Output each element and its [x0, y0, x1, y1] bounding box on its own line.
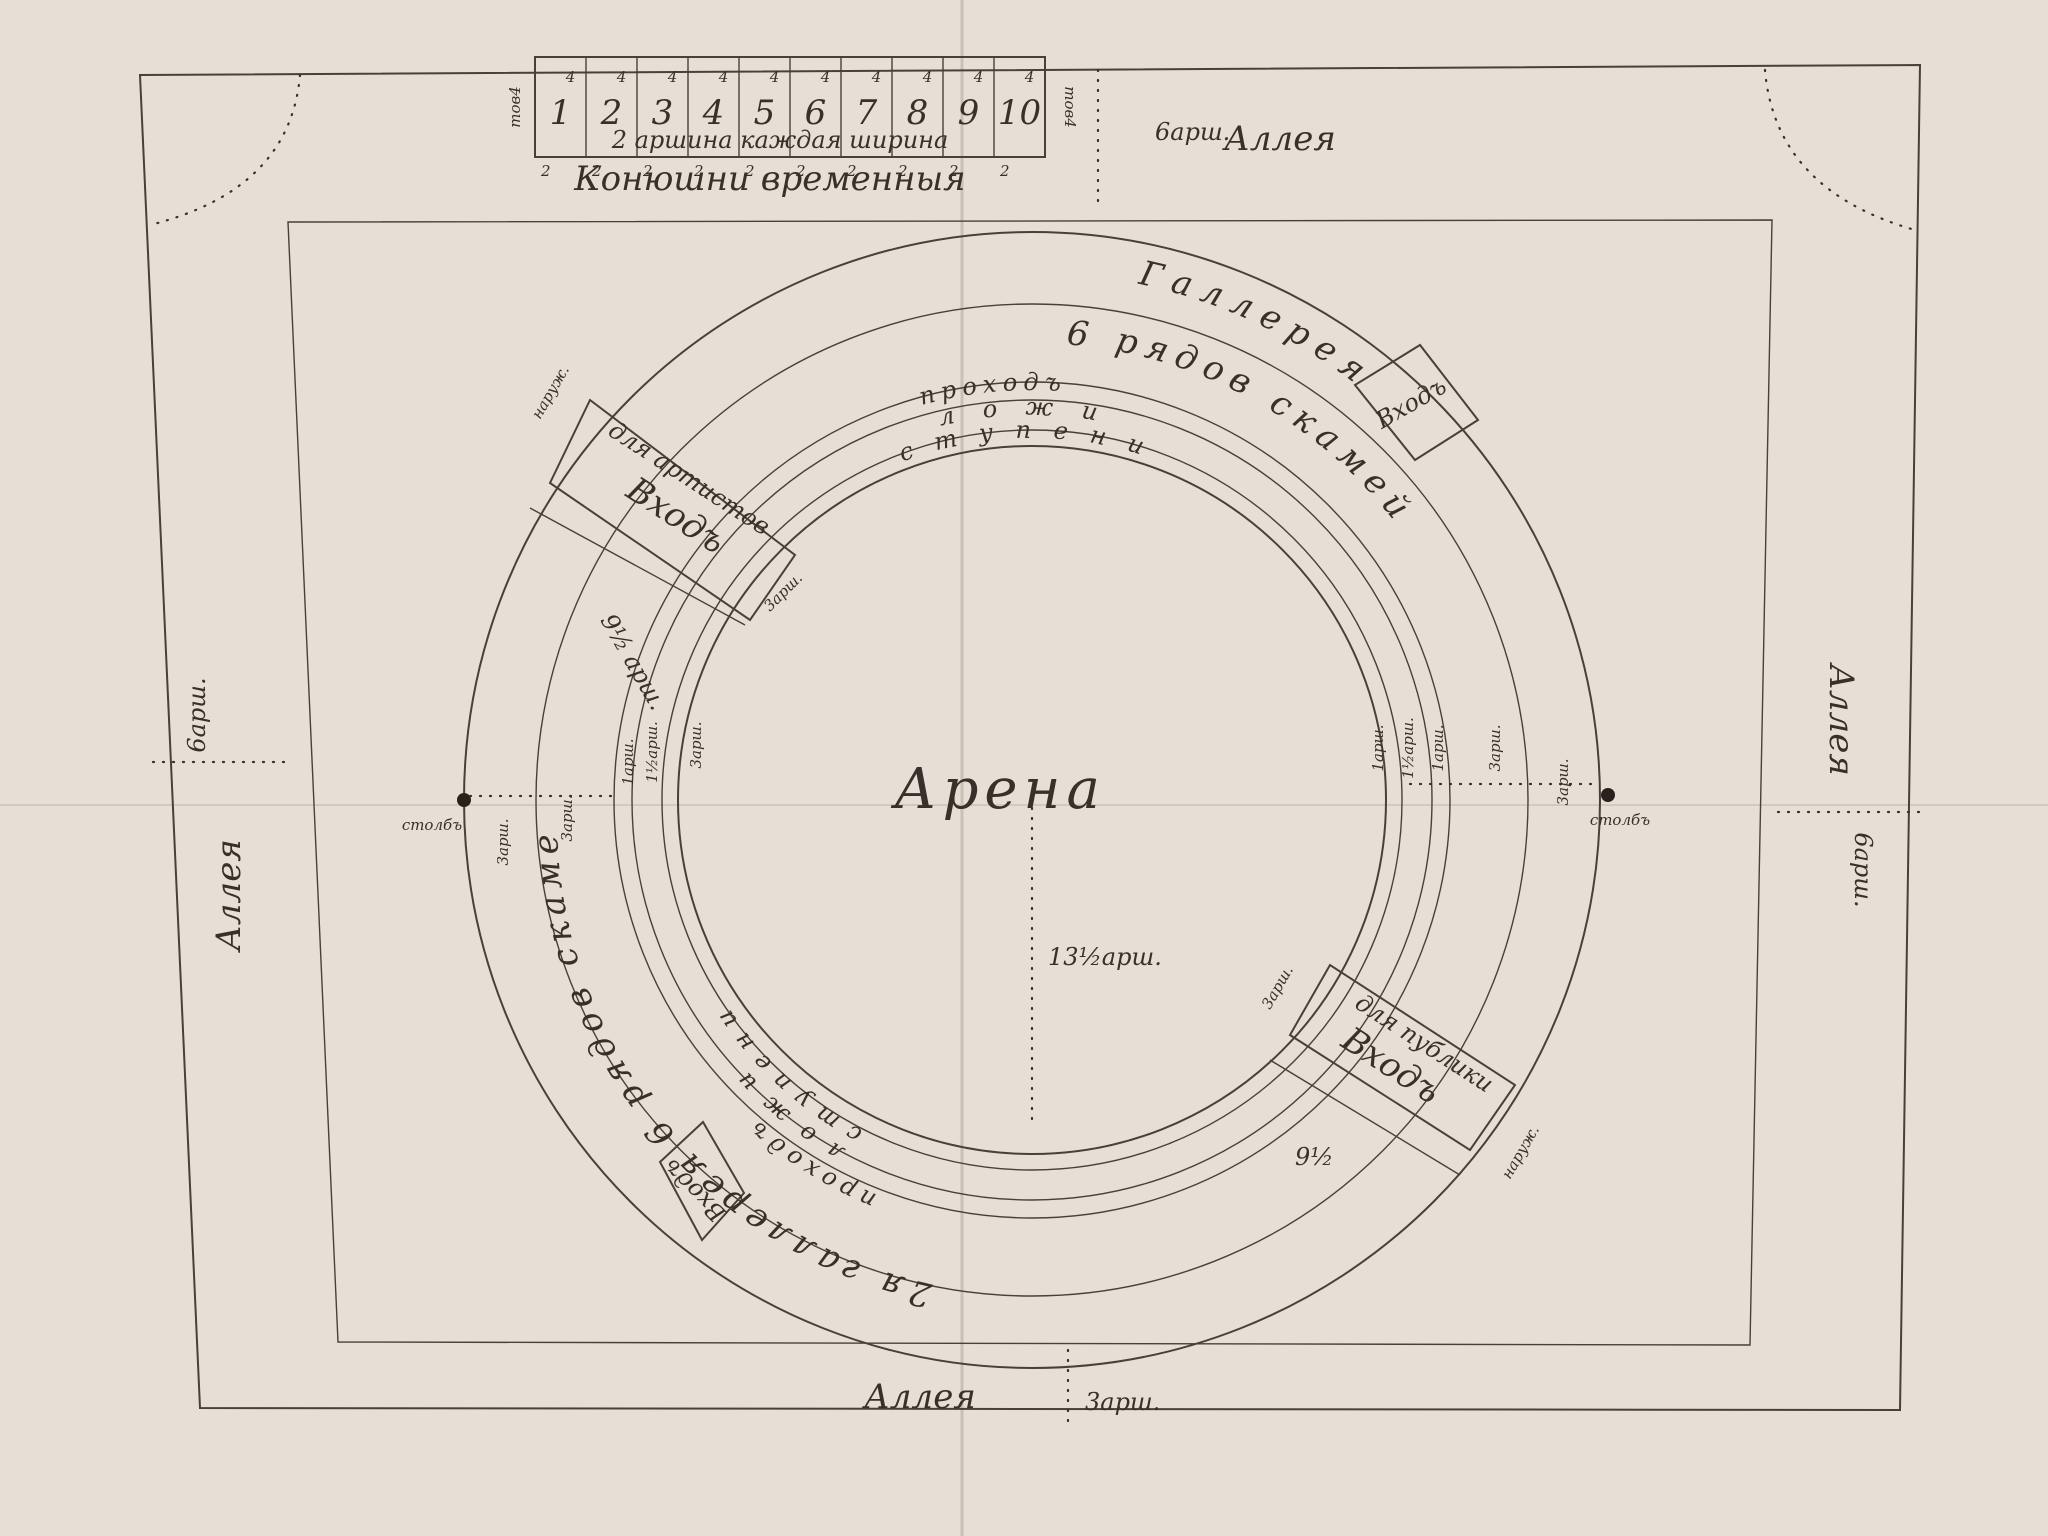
stall-top-mark: 4	[565, 68, 576, 86]
stalls-left-side-label: тов4	[506, 86, 524, 128]
stall-top-mark: 4	[616, 68, 627, 86]
alley-left-dim: 6арш.	[183, 677, 211, 752]
inner-boundary	[287, 219, 1773, 1346]
post-right-label: столбъ	[1590, 811, 1650, 829]
public-entrance-edge	[1269, 1059, 1461, 1176]
alley-bottom-label: Аллея	[862, 1377, 976, 1417]
public-entrance-passage	[1288, 963, 1517, 1152]
stall-top-mark: 4	[973, 68, 984, 86]
passage-ring	[613, 381, 1451, 1219]
stall-top-mark: 4	[718, 68, 729, 86]
stall-bottom-mark: 2	[591, 162, 602, 180]
stall-number: 4	[702, 93, 725, 133]
dim-left-5: 3арш.	[687, 721, 705, 768]
stall-number: 5	[754, 93, 776, 133]
post-left	[457, 793, 471, 807]
stall-bottom-mark: 2	[540, 162, 551, 180]
entrance-box-bottom	[658, 1120, 746, 1242]
dim-left-2: 3арш.	[558, 794, 576, 841]
dim-left-1: 3арш.	[494, 818, 512, 865]
stall-number: 7	[856, 93, 878, 133]
stall-number: 9	[958, 93, 980, 133]
artists-entrance-edge	[529, 507, 746, 626]
alley-left-label: Аллея	[209, 839, 249, 953]
alley-right-dim: 6арш.	[1849, 832, 1877, 907]
loges-ring	[631, 399, 1433, 1201]
stall-bottom-mark: 2	[795, 162, 806, 180]
stall-top-mark: 4	[820, 68, 831, 86]
stall-bottom-mark: 2	[642, 162, 653, 180]
dim-left-3: 1арш.	[619, 738, 637, 785]
stall-bottom-mark: 2	[999, 162, 1010, 180]
alley-top-label: Аллея	[1222, 119, 1336, 159]
stalls-width-note: 2 аршина каждая ширина	[611, 126, 949, 154]
stall-top-mark: 4	[769, 68, 780, 86]
stall-number: 8	[907, 93, 929, 133]
artists-entrance-passage	[548, 398, 797, 622]
alley-top-dim: 6арш.	[1155, 118, 1230, 146]
stall-number: 1	[550, 93, 572, 133]
stalls-right-side-label: тов4	[1061, 86, 1079, 128]
stall-bottom-mark: 2	[744, 162, 755, 180]
arena-label: Арена	[890, 757, 1106, 822]
public-entrance-width: 9½	[1295, 1143, 1334, 1171]
dim-left-4: 1½арш.	[643, 721, 661, 783]
stall-number: 10	[998, 93, 1041, 133]
stall-top-mark: 4	[1024, 68, 1035, 86]
stall-bottom-mark: 2	[948, 162, 959, 180]
stall-bottom-mark: 2	[693, 162, 704, 180]
arena-circle	[677, 445, 1387, 1155]
dim-right-1: 1арш.	[1369, 724, 1387, 771]
corner-curve-top-right	[1763, 68, 1917, 232]
alley-right-label: Аллея	[1821, 662, 1861, 776]
stall-number: 6	[805, 93, 827, 133]
bench-rows-ring	[535, 303, 1529, 1297]
post-left-label: столбъ	[402, 816, 462, 834]
stall-top-mark: 4	[922, 68, 933, 86]
stall-dividers	[585, 57, 995, 157]
post-right	[1601, 788, 1615, 802]
stall-bottom-mark: 2	[897, 162, 908, 180]
stalls-caption: Конюшни временныя	[573, 159, 965, 199]
dim-right-4: 3арш.	[1486, 724, 1504, 771]
outer-boundary	[138, 63, 1922, 1412]
stall-number: 3	[652, 93, 674, 133]
stalls-block: тов4 тов4 2 аршина каждая ширина Конюшни…	[506, 56, 1079, 199]
steps-ring	[661, 429, 1403, 1171]
arena-radius-dim: 13½арш.	[1048, 943, 1162, 971]
stall-top-mark: 4	[667, 68, 678, 86]
dim-right-2: 1½арш.	[1399, 717, 1417, 779]
entrance-box-top	[1353, 343, 1480, 462]
alley-bottom-dim: 3арш.	[1085, 1388, 1160, 1416]
stall-bottom-mark: 2	[846, 162, 857, 180]
stall-number: 2	[600, 93, 623, 133]
dim-right-3: 1арш.	[1429, 724, 1447, 771]
dim-right-5: 3арш.	[1554, 758, 1572, 805]
stall-top-mark: 4	[871, 68, 882, 86]
